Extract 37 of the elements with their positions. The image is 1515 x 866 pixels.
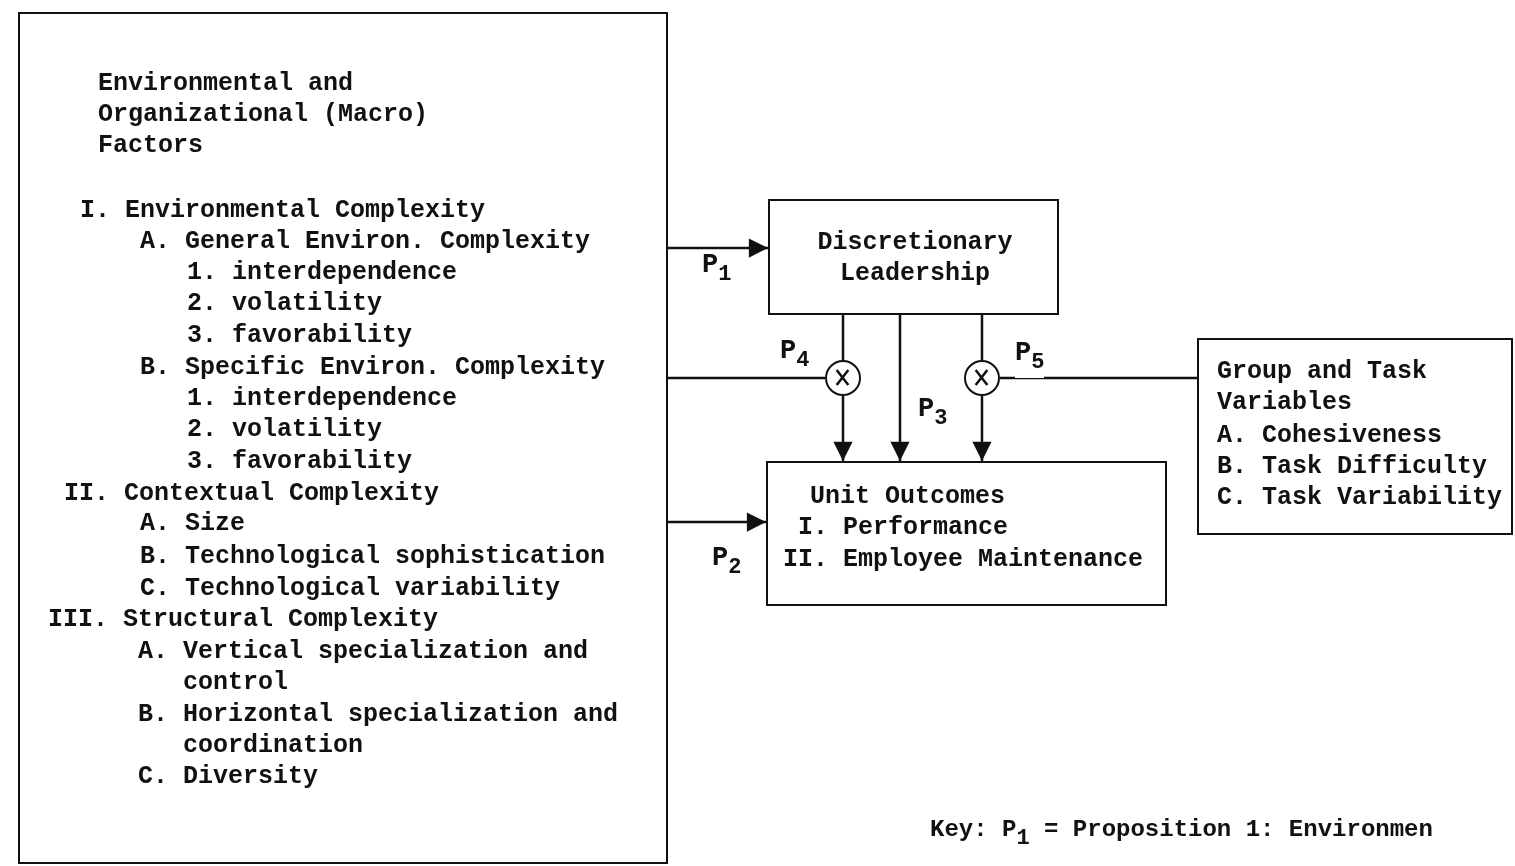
list-item: C. Diversity (138, 761, 320, 792)
list-item: III. Structural Complexity (48, 604, 440, 635)
box-heading: Unit Outcomes (810, 481, 1007, 512)
list-item: I. Environmental Complexity (80, 195, 487, 226)
list-item: C. Technological variability (140, 573, 562, 604)
list-item: II. Contextual Complexity (64, 478, 441, 509)
text-box (1197, 338, 1513, 535)
multiplier-circle (964, 360, 1000, 396)
list-item: A. Cohesiveness (1217, 420, 1444, 451)
list-item: B. Specific Environ. Complexity (140, 352, 607, 383)
list-item: 2. volatility (187, 414, 384, 445)
list-item: A. General Environ. Complexity (140, 226, 592, 257)
list-item: 3. favorability (187, 446, 414, 477)
text-box (18, 12, 668, 864)
text-box (768, 199, 1059, 315)
arrow (668, 512, 767, 532)
list-item: A. Vertical specialization and control (138, 636, 590, 698)
list-item: II. Employee Maintenance (783, 544, 1145, 575)
list-item: 1. interdependence (187, 383, 459, 414)
arrow (668, 238, 769, 258)
arrow (972, 396, 992, 462)
box-heading: Group and Task Variables (1217, 356, 1429, 418)
list-item: 1. interdependence (187, 257, 459, 288)
text-box (766, 461, 1167, 606)
arrow (833, 396, 853, 462)
multiplier-circle (825, 360, 861, 396)
list-item: C. Task Variability (1217, 482, 1504, 513)
box-heading: Discretionary Leadership (816, 227, 1014, 289)
list-item: 3. favorability (187, 320, 414, 351)
list-item: B. Task Difficulty (1217, 451, 1489, 482)
list-item: I. Performance (798, 512, 1010, 543)
arrow (890, 315, 910, 462)
list-item: B. Horizontal specialization and coordination (138, 699, 619, 761)
list-item: B. Technological sophistication (140, 541, 607, 572)
list-item: 2. volatility (187, 288, 384, 319)
list-item: A. Size (140, 508, 247, 539)
box-heading: Environmental and Organizational (Macro) Factors (98, 68, 430, 161)
